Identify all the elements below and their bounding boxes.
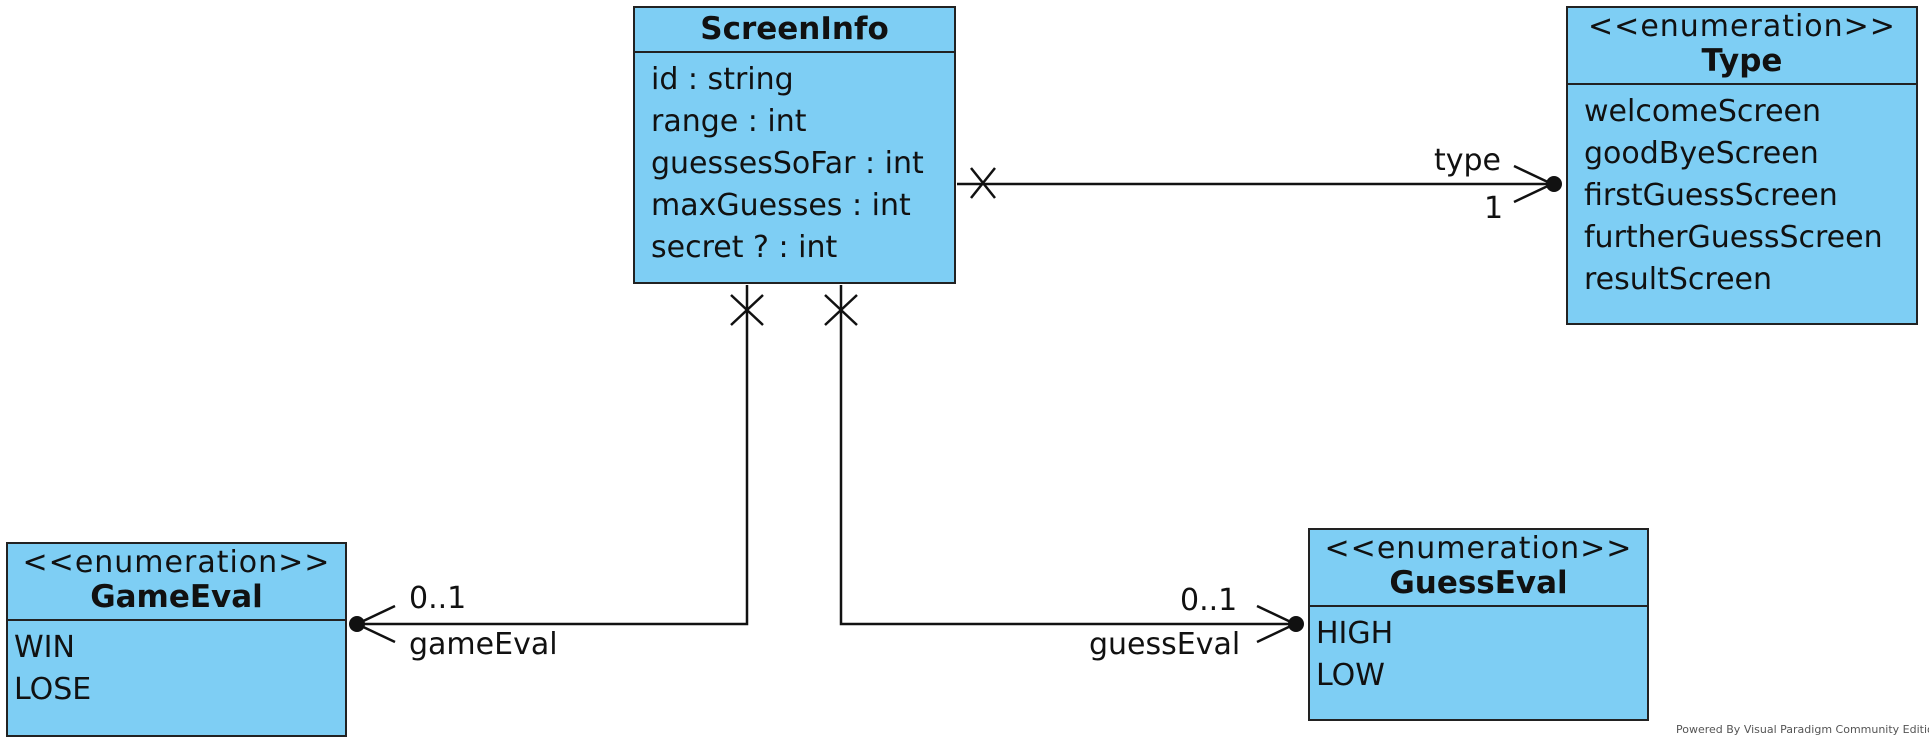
class-name: Type (1701, 43, 1783, 79)
attribute: secret ? : int (651, 230, 838, 265)
enum-literal: furtherGuessScreen (1584, 220, 1883, 255)
footer-credit: Powered By Visual Paradigm Community Edi… (1676, 723, 1929, 736)
enum-literal: HIGH (1316, 616, 1394, 651)
enum-game-eval[interactable]: <<enumeration>> GameEval WIN LOSE (6, 542, 347, 737)
non-navigable-x-guesseval (824, 294, 858, 326)
attribute: range : int (651, 104, 807, 139)
ownership-dot-type (1546, 176, 1562, 192)
enum-guess-eval[interactable]: <<enumeration>> GuessEval HIGH LOW (1308, 528, 1649, 721)
class-header: ScreenInfo (635, 8, 954, 53)
class-header: <<enumeration>> GuessEval (1310, 530, 1647, 607)
multiplicity-label-gameeval: 0..1 (409, 581, 467, 616)
footer-text: Powered By Visual Paradigm Community Edi… (1676, 723, 1929, 736)
enum-literal: resultScreen (1584, 262, 1773, 297)
role-label-guesseval: guessEval (1089, 627, 1241, 662)
enum-literal: LOW (1316, 658, 1385, 693)
ownership-dot-guesseval (1288, 616, 1304, 632)
stereotype-label: <<enumeration>> (1324, 531, 1633, 566)
class-screen-info[interactable]: ScreenInfo id : string range : int guess… (633, 6, 956, 284)
ownership-dot-gameeval (349, 616, 365, 632)
multiplicity-label-type: 1 (1484, 191, 1504, 226)
literal-list: WIN LOSE (8, 621, 345, 711)
role-label-gameeval: gameEval (409, 627, 558, 662)
attribute: id : string (651, 62, 794, 97)
class-name: GuessEval (1389, 565, 1568, 601)
enum-type[interactable]: <<enumeration>> Type welcomeScreen goodB… (1566, 6, 1918, 325)
multiplicity-label-guesseval: 0..1 (1180, 583, 1238, 618)
enum-literal: WIN (14, 630, 75, 665)
enum-literal: welcomeScreen (1584, 94, 1821, 129)
role-label-type: type (1434, 143, 1502, 178)
non-navigable-x-type (970, 167, 996, 199)
class-name: ScreenInfo (700, 11, 889, 47)
literal-list: HIGH LOW (1310, 607, 1647, 697)
class-name: GameEval (90, 579, 263, 615)
class-header: <<enumeration>> GameEval (8, 544, 345, 621)
stereotype-label: <<enumeration>> (1588, 9, 1896, 44)
attribute: maxGuesses : int (651, 188, 911, 223)
enum-literal: firstGuessScreen (1584, 178, 1838, 213)
attribute: guessesSoFar : int (651, 146, 924, 181)
association-line-guesseval (839, 285, 1295, 626)
literal-list: welcomeScreen goodByeScreen firstGuessSc… (1568, 85, 1916, 301)
association-line-gameeval (357, 285, 749, 626)
attribute-list: id : string range : int guessesSoFar : i… (635, 53, 954, 269)
enum-literal: LOSE (14, 672, 92, 707)
non-navigable-x-gameeval (730, 294, 764, 326)
enum-literal: goodByeScreen (1584, 136, 1819, 171)
class-header: <<enumeration>> Type (1568, 8, 1916, 85)
stereotype-label: <<enumeration>> (22, 545, 331, 580)
